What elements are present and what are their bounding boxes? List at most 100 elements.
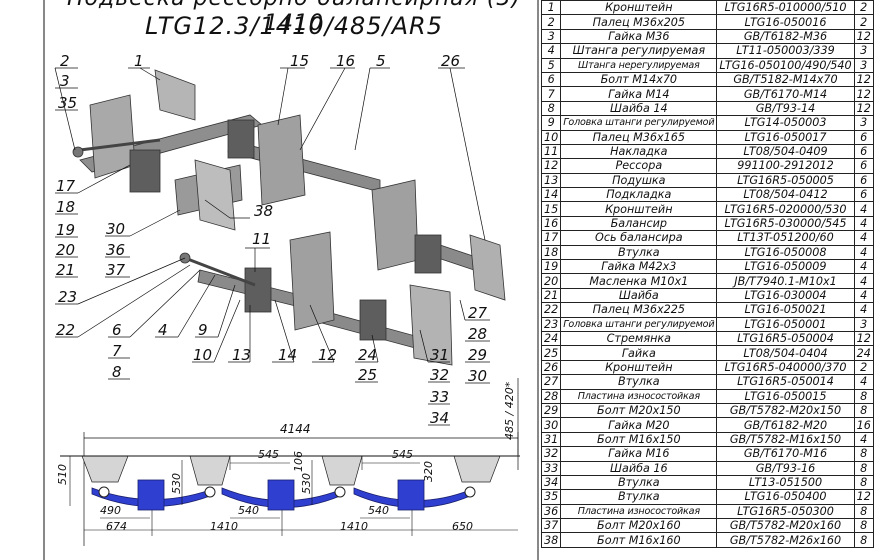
row-quantity: 4 xyxy=(853,431,874,448)
callout-28: 28 xyxy=(468,325,487,343)
row-number: 16 xyxy=(540,215,562,232)
callout-14: 14 xyxy=(278,346,297,364)
row-number: 29 xyxy=(540,402,562,419)
row-part-code: LTG16-050016 xyxy=(716,14,855,30)
dim-510: 510 xyxy=(56,464,69,485)
dim-545-b: 545 xyxy=(392,448,413,461)
row-part-name: Пластина износостойкая xyxy=(560,388,718,404)
row-number: 6 xyxy=(540,71,562,88)
row-part-code: GB/T5782-M20x150 xyxy=(716,402,855,419)
row-number: 30 xyxy=(540,417,562,433)
row-quantity: 4 xyxy=(853,273,874,289)
row-part-name: Шайба 16 xyxy=(560,460,718,476)
dim-overall-length: 4144 xyxy=(280,422,311,436)
row-part-code: LTG16R5-020000/530 xyxy=(716,201,855,217)
side-axle-3 xyxy=(397,479,425,511)
row-quantity: 12 xyxy=(853,100,874,117)
row-part-code: LTG16-030004 xyxy=(716,287,855,304)
callout-12: 12 xyxy=(318,346,337,364)
callout-numbers: 1 2 3 35 15 16 5 26 17 18 19 20 21 30 36… xyxy=(56,52,488,427)
row-quantity: 6 xyxy=(853,143,874,160)
bracket-15-upper xyxy=(257,114,306,206)
callout-29: 29 xyxy=(468,346,487,364)
callout-30-right: 30 xyxy=(468,367,487,385)
row-quantity: 4 xyxy=(853,302,874,318)
row-quantity: 8 xyxy=(853,532,874,548)
row-part-code: LTG16-050400 xyxy=(716,489,855,505)
rod-upper xyxy=(79,138,161,152)
row-part-code: GB/T6182-M36 xyxy=(716,28,855,45)
side-axle-1 xyxy=(137,479,165,511)
row-part-code: LT13T-051200/60 xyxy=(716,230,855,246)
dim-106: 106 xyxy=(292,451,305,472)
row-quantity: 16 xyxy=(853,417,874,433)
row-number: 25 xyxy=(540,345,562,361)
row-number: 37 xyxy=(540,518,562,534)
row-number: 8 xyxy=(540,100,562,117)
row-part-name: Головка штанги регулируемой xyxy=(560,316,718,332)
row-part-name: Гайка М36 xyxy=(560,28,718,45)
callout-3: 3 xyxy=(60,72,70,90)
row-quantity: 12 xyxy=(853,86,874,102)
callout-27: 27 xyxy=(468,304,488,322)
row-part-code: JB/T7940.1-M10x1 xyxy=(716,273,855,289)
row-part-code: LTG16R5-040000/370 xyxy=(716,359,855,376)
row-part-code: LTG14-050003 xyxy=(716,115,855,131)
row-part-code: LT08/504-0409 xyxy=(716,143,855,160)
row-part-name: Накладка xyxy=(560,143,718,160)
row-number: 7 xyxy=(540,86,562,102)
row-part-name: Втулка xyxy=(560,374,718,390)
row-quantity: 6 xyxy=(853,187,874,203)
row-part-code: LTG16-050015 xyxy=(716,388,855,404)
row-part-code: GB/T93-16 xyxy=(716,460,855,476)
dim-320: 320 xyxy=(422,461,435,482)
row-part-name: Болт М20х150 xyxy=(560,402,718,419)
dim-1410-b: 1410 xyxy=(340,520,368,533)
row-part-code: GB/T5782-M16x150 xyxy=(716,431,855,448)
row-part-code: LTG16R5-010000/510 xyxy=(716,0,855,16)
callout-22: 22 xyxy=(56,321,75,339)
row-number: 28 xyxy=(540,388,562,404)
row-number: 33 xyxy=(540,460,562,476)
row-part-name: Гайка М20 xyxy=(560,417,718,433)
row-quantity: 4 xyxy=(853,201,874,217)
dim-674: 674 xyxy=(106,520,127,533)
row-number: 18 xyxy=(540,244,562,261)
row-part-name: Кронштейн xyxy=(560,201,718,217)
callout-23: 23 xyxy=(58,288,77,306)
drawing-title-line1: Подвеска рессорно-балансирная (3) 1410 xyxy=(67,0,520,36)
row-quantity: 2 xyxy=(853,0,874,16)
callout-30: 30 xyxy=(106,220,125,238)
bracket-38 xyxy=(194,159,236,231)
row-number: 14 xyxy=(540,187,562,203)
row-part-code: GB/T5782-M20x160 xyxy=(716,518,855,534)
callout-38: 38 xyxy=(254,202,273,220)
row-number: 2 xyxy=(540,14,562,30)
callout-6: 6 xyxy=(112,321,122,339)
row-part-name: Штанга нерегулируемая xyxy=(560,57,718,73)
callout-13: 13 xyxy=(232,346,251,364)
callout-10: 10 xyxy=(193,346,212,364)
row-part-name: Палец М36х165 xyxy=(560,129,718,145)
row-number: 26 xyxy=(540,359,562,376)
row-quantity: 12 xyxy=(853,489,874,505)
pin-head-2 xyxy=(72,146,84,158)
callout-4: 4 xyxy=(158,321,168,339)
row-quantity: 3 xyxy=(853,57,874,73)
row-part-name: Болт М20х160 xyxy=(560,518,718,534)
row-number: 17 xyxy=(540,230,562,246)
